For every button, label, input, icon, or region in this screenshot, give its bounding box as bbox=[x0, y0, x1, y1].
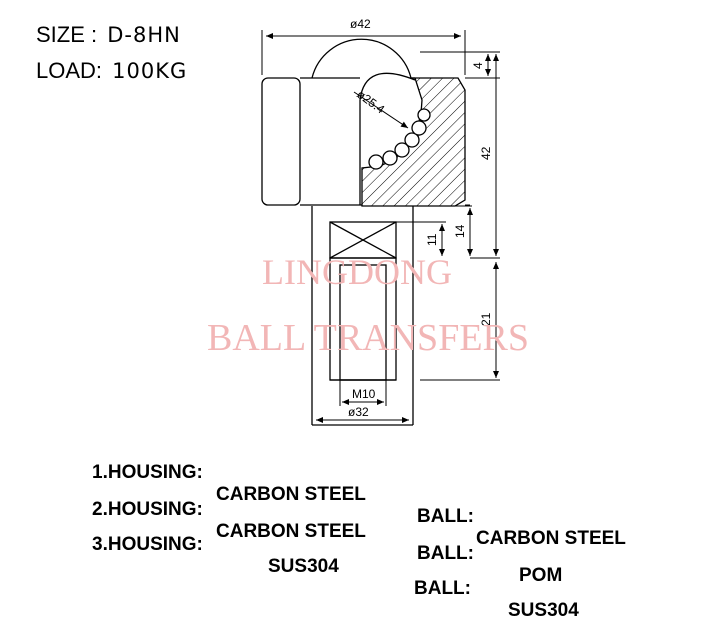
size-spec: SIZE : D-8HN bbox=[36, 22, 181, 48]
ball-label: BALL: bbox=[417, 506, 474, 527]
load-spec: LOAD: 100KG bbox=[36, 58, 187, 84]
dim-height-42: 42 bbox=[479, 146, 493, 160]
ball-label: BALL: bbox=[417, 543, 474, 564]
dim-ball-diameter: ø25.4 bbox=[354, 87, 387, 117]
material-row-3: 3.HOUSING: SUS304 BALL: SUS304 bbox=[92, 512, 579, 622]
ball-value: POM bbox=[519, 565, 563, 586]
dim-diameter-32: ø32 bbox=[348, 405, 369, 419]
housing-value: CARBON STEEL bbox=[216, 521, 366, 542]
load-value: 100KG bbox=[112, 59, 188, 83]
housing-value: SUS304 bbox=[268, 556, 339, 577]
dimension-lines bbox=[261, 30, 500, 423]
dim-14: 14 bbox=[453, 224, 467, 238]
size-label: SIZE : bbox=[36, 22, 98, 47]
dim-thread-m10: M10 bbox=[352, 387, 376, 401]
ball-value: SUS304 bbox=[508, 600, 579, 621]
technical-drawing: ø42 4 42 ø25.4 14 11 21 M10 ø32 LINGDONG… bbox=[207, 17, 529, 426]
watermark-line-2: BALL TRANSFERS bbox=[207, 317, 529, 359]
material-row-2: 2.HOUSING: CARBON STEEL BALL: POM bbox=[92, 477, 562, 587]
dim-diameter-42: ø42 bbox=[350, 17, 371, 31]
stem bbox=[311, 206, 414, 426]
size-value: D-8HN bbox=[107, 23, 181, 47]
housing-label: 3.HOUSING: bbox=[92, 534, 203, 555]
load-label: LOAD: bbox=[36, 58, 103, 83]
housing-value: CARBON STEEL bbox=[216, 484, 366, 505]
dim-11: 11 bbox=[425, 233, 439, 246]
housing-body bbox=[261, 38, 466, 207]
dim-21: 21 bbox=[479, 312, 493, 326]
watermark: LINGDONG BALL TRANSFERS bbox=[207, 252, 529, 359]
housing-label: 1.HOUSING: bbox=[92, 462, 203, 483]
bearing-balls bbox=[368, 108, 431, 170]
housing-label: 2.HOUSING: bbox=[92, 499, 203, 520]
material-row-1: 1.HOUSING: CARBON STEEL BALL: CARBON STE… bbox=[92, 440, 626, 550]
dim-4: 4 bbox=[471, 62, 485, 69]
watermark-line-1: LINGDONG bbox=[262, 252, 452, 292]
ball-label: BALL: bbox=[414, 578, 471, 599]
ball-value: CARBON STEEL bbox=[476, 528, 626, 549]
